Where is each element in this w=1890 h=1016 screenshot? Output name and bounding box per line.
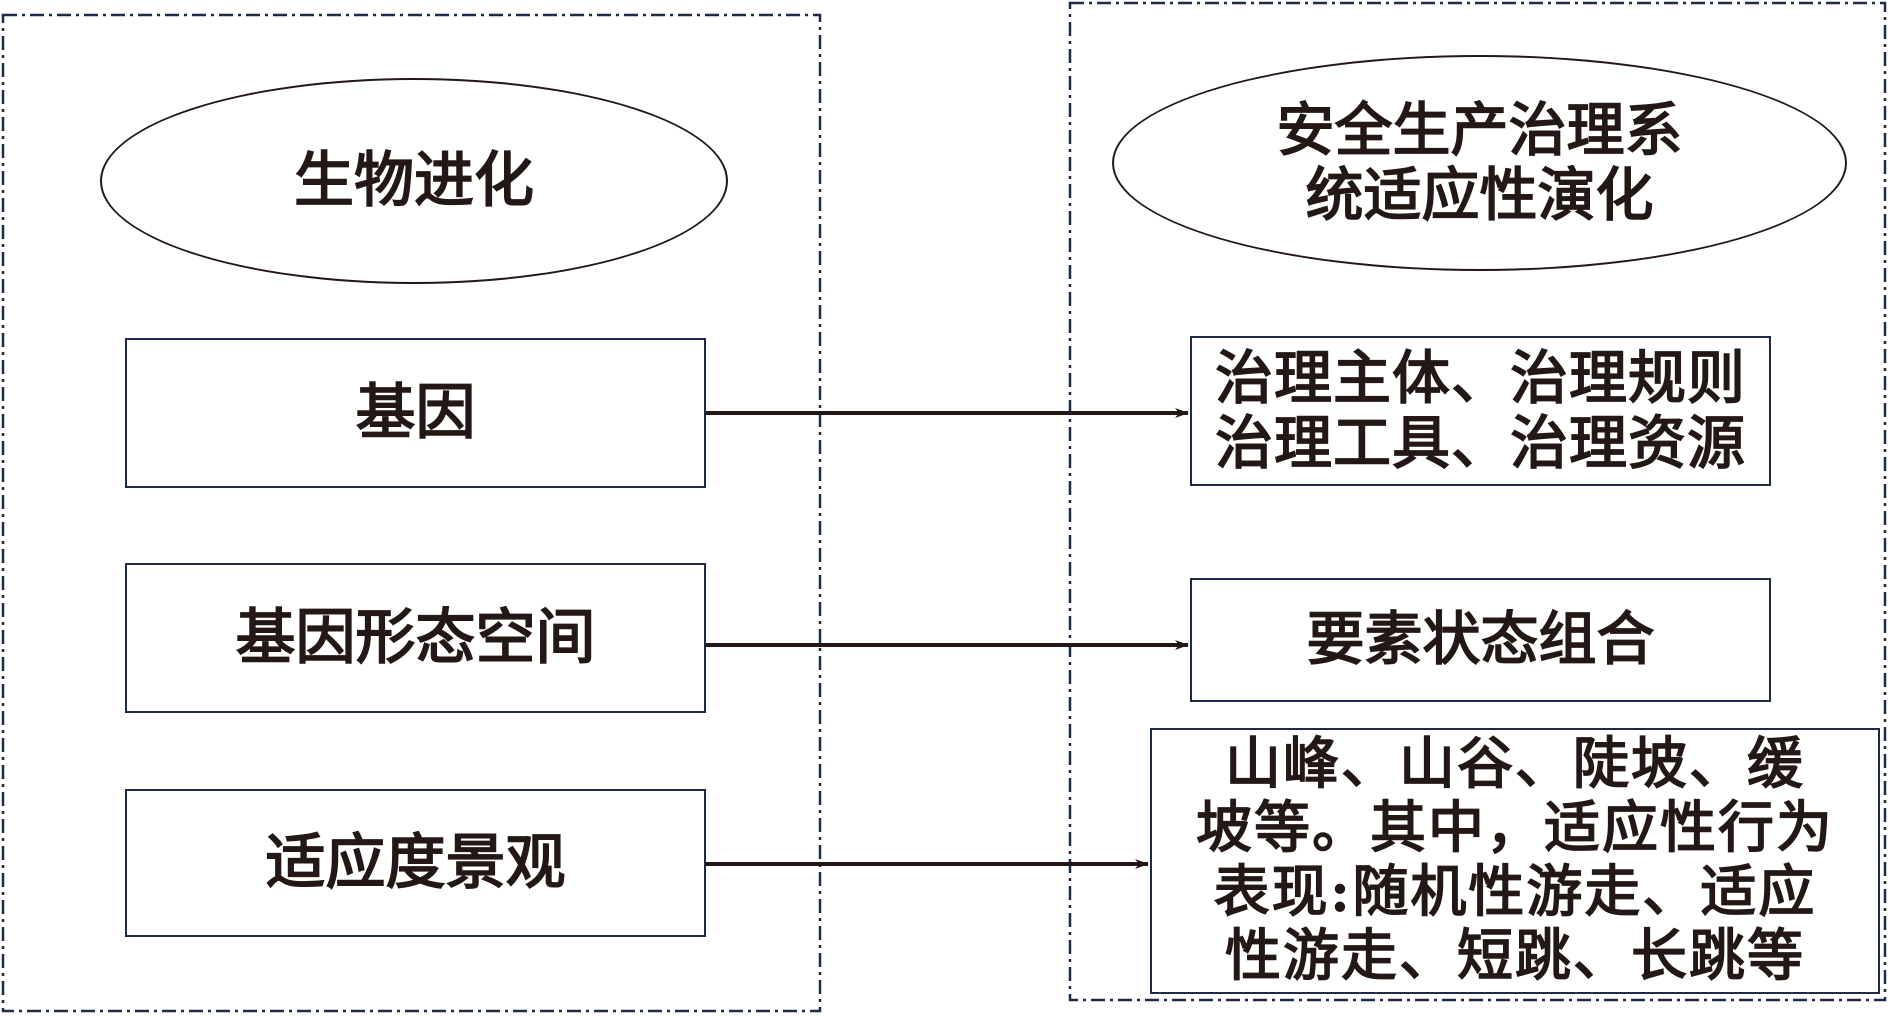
left-box-gene-space: 基因形态空间 <box>125 563 706 713</box>
text-line: 治理工具、治理资源 <box>1214 409 1746 477</box>
right-box-landscape-behaviors: 山峰、山谷、陡坡、缓 坡等。其中，适应性行为 表现:随机性游走、适应 性游走、短… <box>1150 728 1880 994</box>
text-line: 性游走、短跳、长跳等 <box>1225 922 1805 989</box>
right-title: 安全生产治理系 统适应性演化 <box>1276 98 1682 228</box>
right-box-governance-elements-text: 治理主体、治理规则 治理工具、治理资源 <box>1215 346 1746 476</box>
left-panel-border <box>1 13 822 1013</box>
text-line: 表现:随机性游走、适应 <box>1213 859 1817 925</box>
right-panel-border <box>1068 1 1887 1002</box>
right-title-line-2: 统适应性演化 <box>1305 161 1654 229</box>
left-box-fitness-landscape-label: 适应度景观 <box>265 828 566 898</box>
right-title-line-1: 安全生产治理系 <box>1276 96 1683 165</box>
right-box-element-state-text: 要素状态组合 <box>1306 605 1654 675</box>
right-box-landscape-behaviors-text: 山峰、山谷、陡坡、缓 坡等。其中，适应性行为 表现:随机性游走、适应 性游走、短… <box>1196 733 1834 988</box>
right-box-element-state: 要素状态组合 <box>1190 578 1771 702</box>
left-box-gene-space-label: 基因形态空间 <box>235 603 596 673</box>
right-title-ellipse: 安全生产治理系 统适应性演化 <box>1112 55 1847 271</box>
left-box-fitness-landscape: 适应度景观 <box>125 789 706 937</box>
left-title-ellipse: 生物进化 <box>100 78 728 284</box>
text-line: 坡等。其中，适应性行为 <box>1196 795 1834 862</box>
text-line: 治理主体、治理规则 <box>1214 344 1746 413</box>
left-title: 生物进化 <box>294 146 534 216</box>
text-line: 山峰、山谷、陡坡、缓 <box>1225 731 1805 798</box>
left-box-gene: 基因 <box>125 338 706 488</box>
text-line: 要素状态组合 <box>1306 605 1655 674</box>
left-box-gene-label: 基因 <box>355 378 476 448</box>
right-box-governance-elements: 治理主体、治理规则 治理工具、治理资源 <box>1190 336 1771 486</box>
